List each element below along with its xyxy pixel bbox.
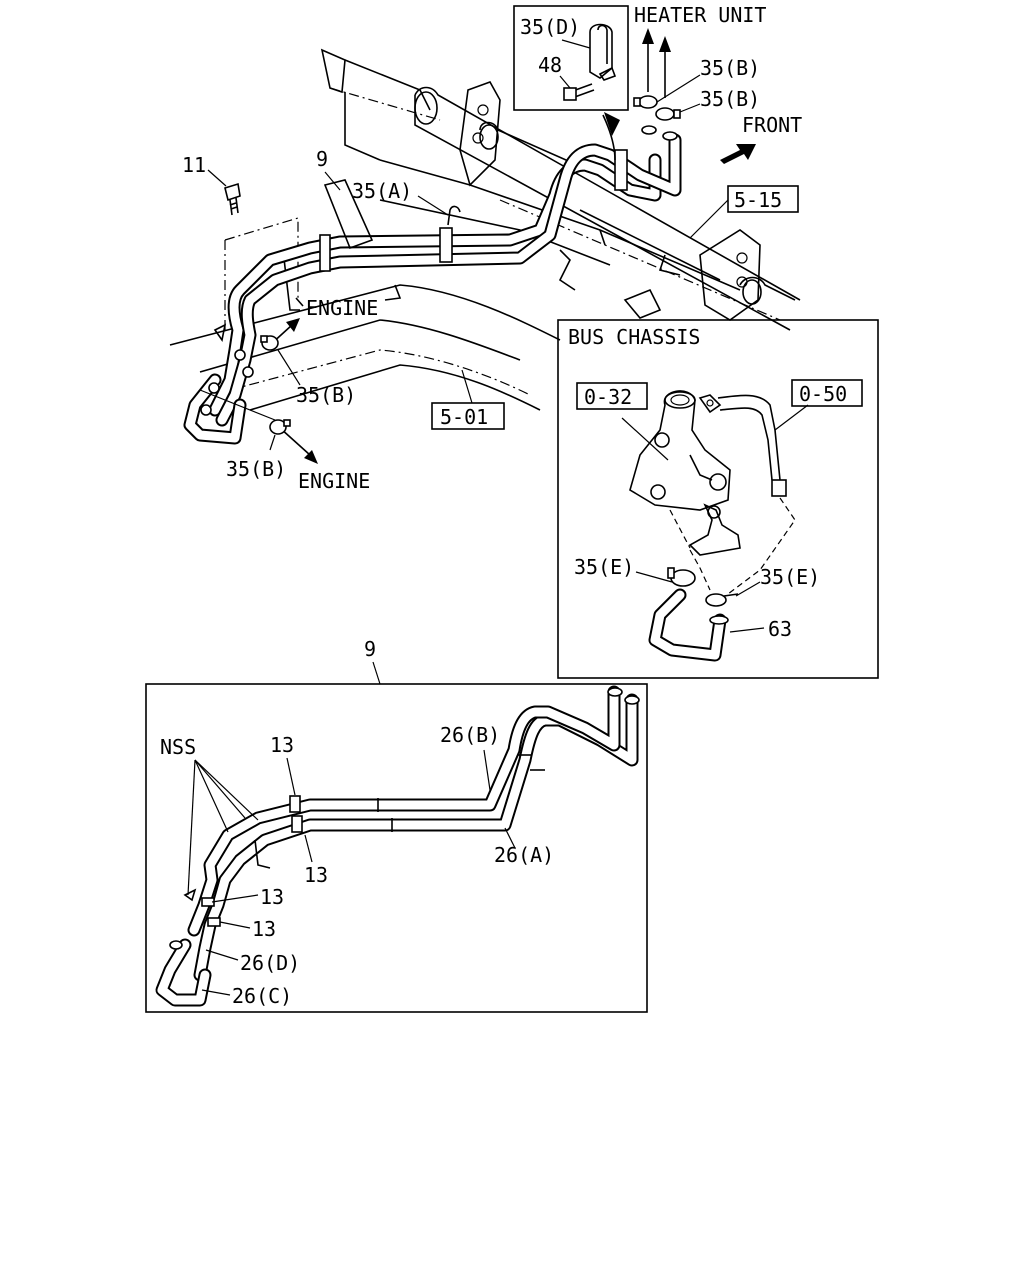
nss-label: NSS [160,735,196,759]
bolt-48-label: 48 [538,53,562,77]
clip-13-label-1: 13 [270,733,294,757]
clip-13-label-3: 13 [260,885,284,909]
hose-63-label: 63 [768,617,792,641]
front-arrow-icon [720,144,756,164]
clip-13-label-2: 13 [304,863,328,887]
clip-b-label-4: 35(B) [226,457,286,481]
hose-26c-label: 26(C) [232,984,292,1008]
front-label: FRONT [742,113,802,137]
engine-label-2: ENGINE [298,469,370,493]
ref-0-32: 0-32 [584,385,632,409]
chassis-frame [169,48,801,411]
clip-inset [513,5,629,111]
ref-5-15: 5-15 [734,188,782,212]
bolt-11-icon [207,169,241,216]
inset-pointer [602,114,616,161]
hose-26a-label: 26(A) [494,843,554,867]
clip-13-label-4: 13 [252,917,276,941]
heater-unit-label: HEATER UNIT [634,3,766,27]
bolt-11-label: 11 [182,153,206,177]
bus-chassis-inset [557,319,879,679]
clip-d-label: 35(D) [520,15,580,39]
hose-26b-label: 26(B) [440,723,500,747]
top-hose-assembly [183,125,682,445]
hose-9-label: 9 [316,147,328,171]
engine-arrows [199,318,318,464]
clip-a-label: 35(A) [352,179,412,203]
ref-5-01: 5-01 [440,405,488,429]
clamp-e-label-2: 35(E) [760,565,820,589]
engine-label-1: ENGINE [306,296,378,320]
clip-b-label-2: 35(B) [700,87,760,111]
bus-chassis-title: BUS CHASSIS [568,325,700,349]
ref-0-50: 0-50 [799,382,847,406]
clip-b-label-3: 35(B) [296,383,356,407]
hose-26d-label: 26(D) [240,951,300,975]
detail-9-label: 9 [364,637,376,661]
clip-b-label-1: 35(B) [700,56,760,80]
heater-unit-arrows [642,28,671,98]
clamp-e-label-1: 35(E) [574,555,634,579]
heater-clips [633,74,701,121]
detail-9-frame [145,683,648,1013]
